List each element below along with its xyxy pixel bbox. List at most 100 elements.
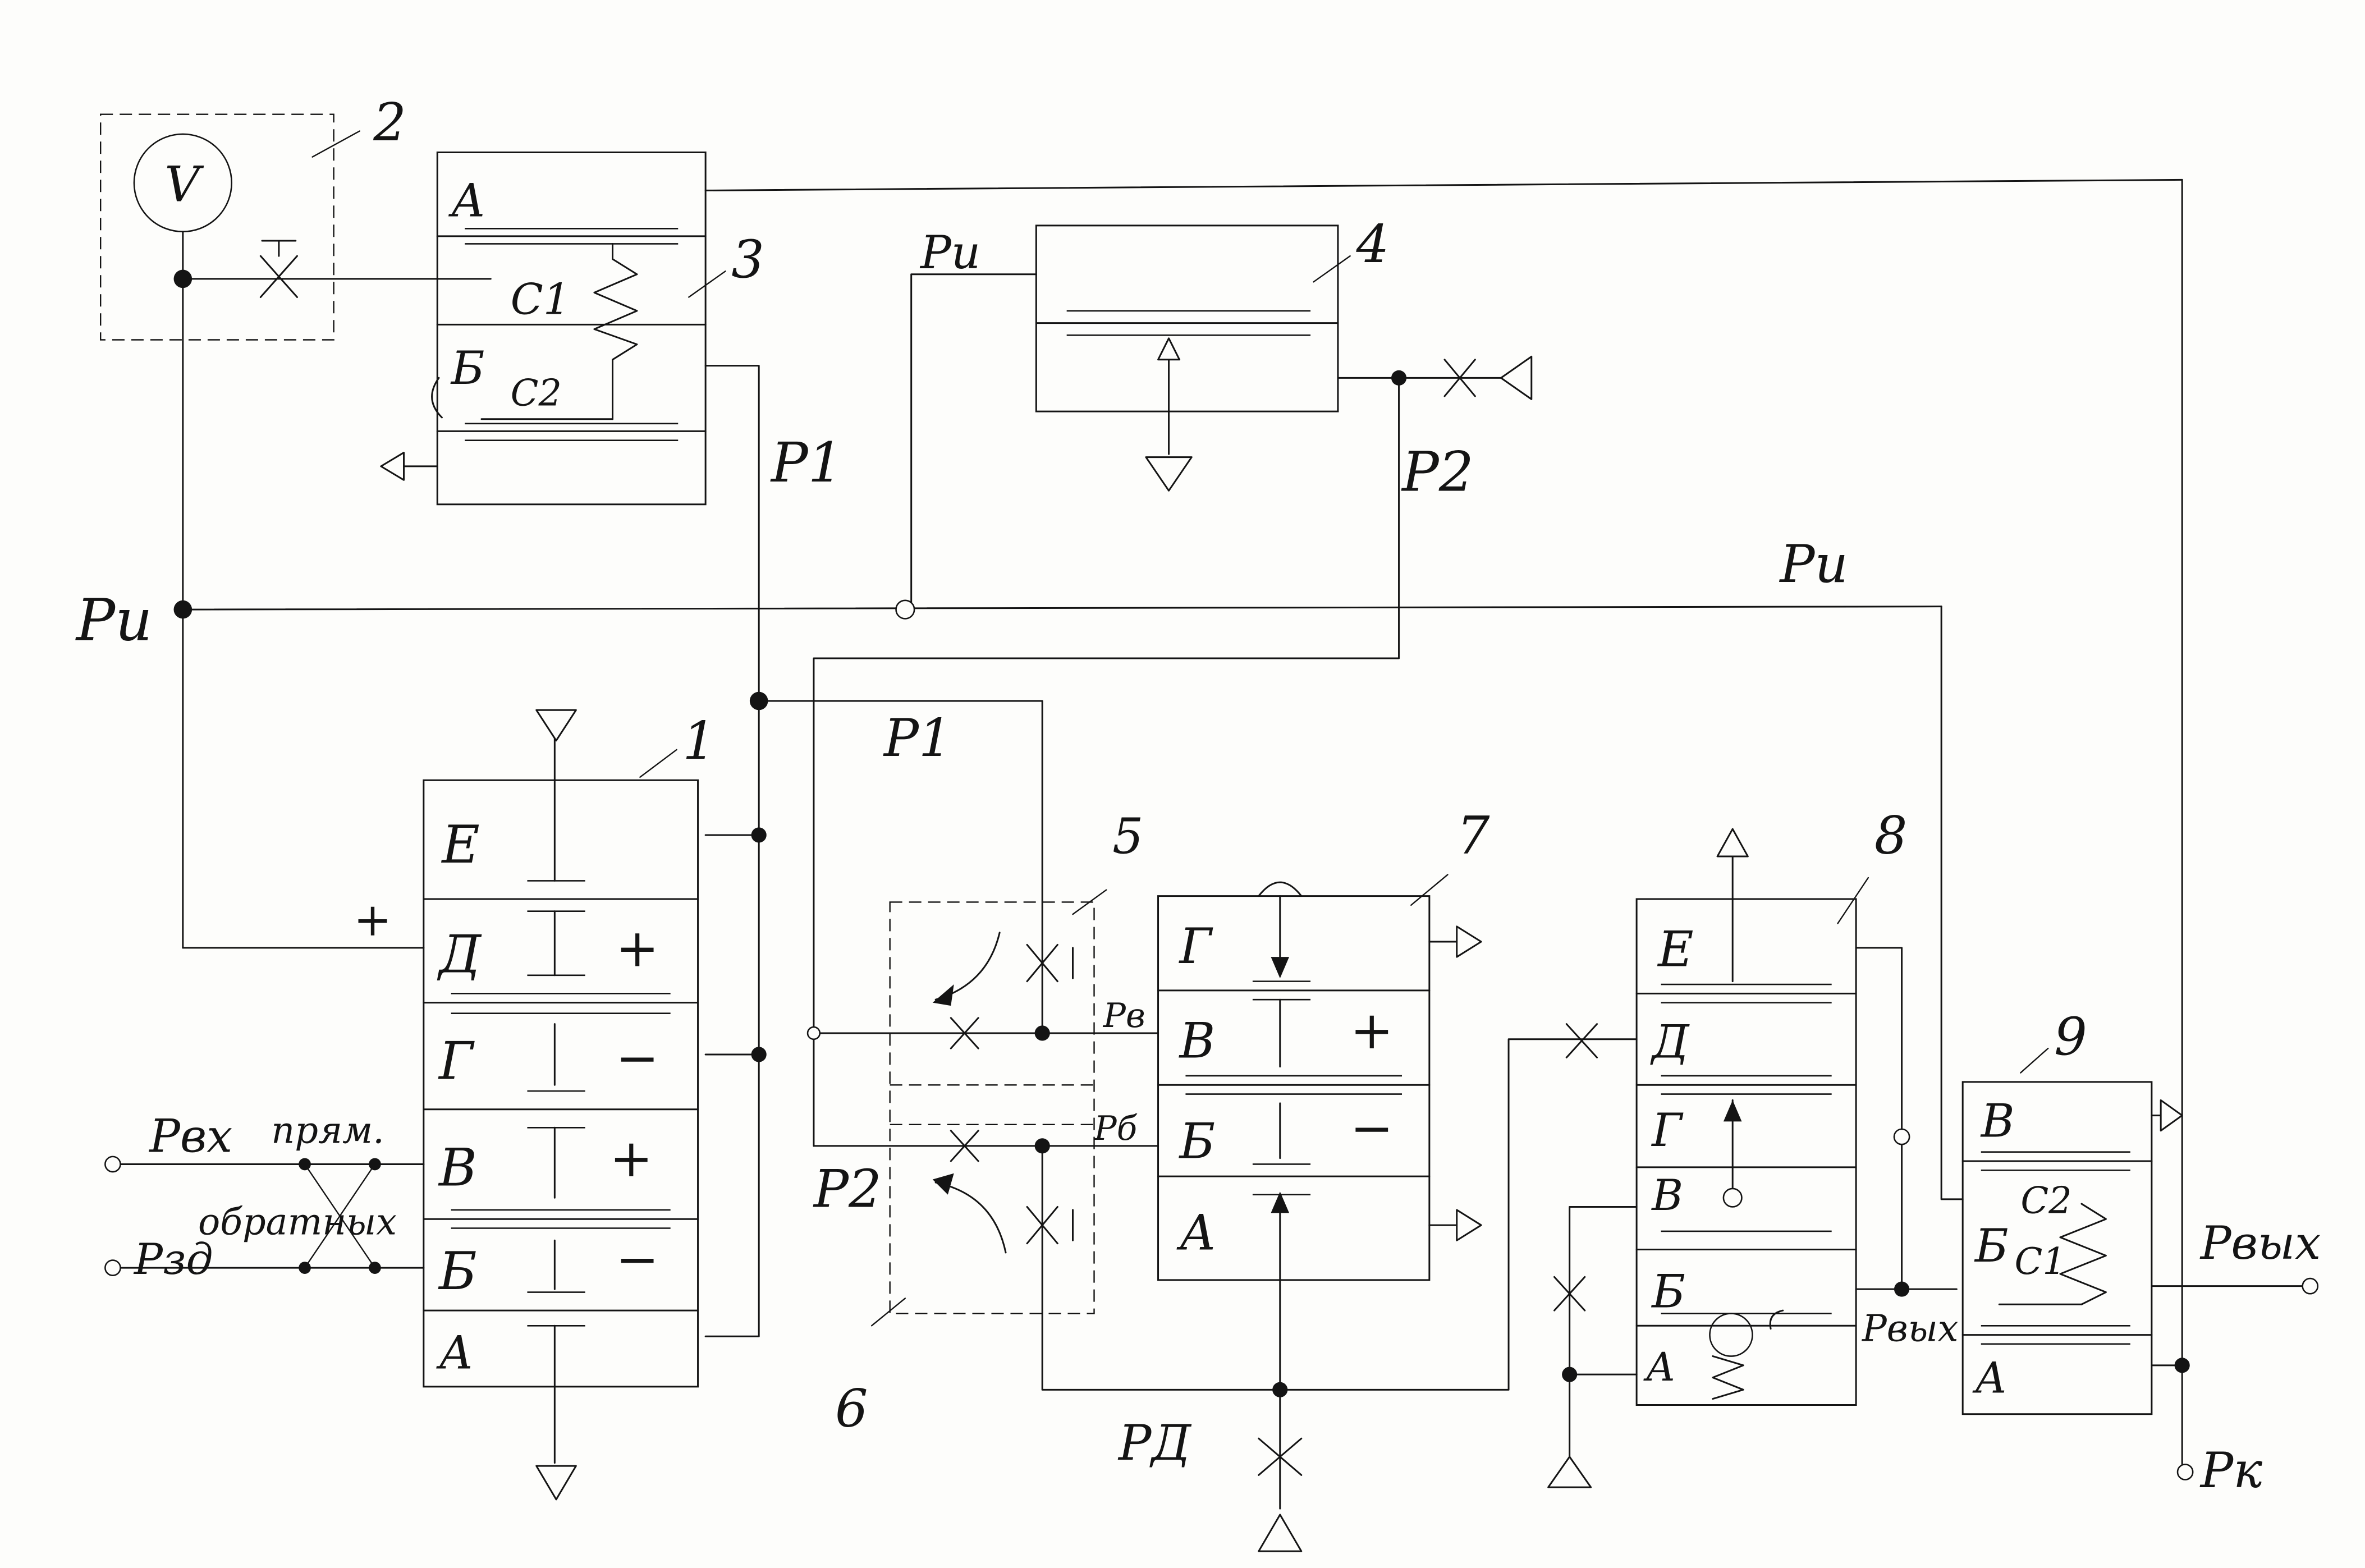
vent-icon <box>1717 829 1748 856</box>
block-9-switch-relay: В Б А С2 С1 9 <box>1963 1006 2318 1480</box>
p2-label-top: Р2 <box>1401 440 1474 504</box>
vent-icon <box>537 710 576 740</box>
block-1-number: 1 <box>682 710 716 771</box>
pzd-label: Рзд <box>133 1234 213 1284</box>
b1-b-sign: − <box>616 1228 659 1289</box>
b7-chamber-b: Б <box>1179 1113 1216 1170</box>
b4-input-label: Ри <box>919 226 980 279</box>
supply-lines <box>183 180 2182 1472</box>
block-6-number: 6 <box>835 1378 868 1438</box>
input-switch: Рвх Рзд прям. обратных <box>105 1109 423 1284</box>
b1-chamber-a: А <box>436 1326 474 1379</box>
b3-spring-c1: С1 <box>511 274 571 324</box>
b8-chamber-d: Д <box>1650 1015 1690 1069</box>
b1-chamber-v: В <box>438 1137 477 1198</box>
b9-chamber-v: В <box>1980 1095 2015 1148</box>
p2-label-middle: Р2 <box>813 1158 882 1219</box>
pk-label: Рк <box>2199 1442 2262 1499</box>
b1-v-sign: + <box>609 1128 653 1189</box>
spring-icon <box>1713 1356 1743 1399</box>
b3-spring-c2: С2 <box>511 372 562 414</box>
block-8-body <box>1637 899 1856 1405</box>
p1-label-middle: Р1 <box>883 708 952 768</box>
block-8-number: 8 <box>1874 805 1908 866</box>
p1-lines <box>705 366 1042 1337</box>
spring-icon <box>2060 1204 2106 1304</box>
throttle-icon <box>1259 1438 1301 1475</box>
b8-chamber-v: В <box>1651 1170 1683 1220</box>
b1-chamber-d: Д <box>437 924 482 984</box>
block-4-memory: 4 Ри <box>814 214 1532 1146</box>
pout-terminal[interactable] <box>2303 1278 2318 1294</box>
b1-chamber-b: Б <box>438 1241 477 1301</box>
vent-icon <box>1457 1210 1481 1240</box>
block-3-body <box>437 153 705 505</box>
switch-direct-label: прям. <box>271 1109 384 1152</box>
b1-d-input-sign: + <box>354 893 392 947</box>
block-3-number: 3 <box>731 229 764 290</box>
b8-chamber-a: А <box>1643 1344 1675 1390</box>
b9-chamber-a: А <box>1972 1353 2007 1403</box>
pd-label: РД <box>1117 1415 1191 1471</box>
pvx-terminal[interactable] <box>105 1157 120 1172</box>
b7-b-sign: − <box>1350 1098 1394 1158</box>
throttle-icon <box>1555 1277 1585 1310</box>
adjust-arrow-icon <box>936 933 1000 1000</box>
throttle-icon <box>1027 1207 1072 1243</box>
b3-chamber-a: А <box>448 175 486 228</box>
throttle-icon <box>951 1131 978 1161</box>
b1-g-sign: − <box>616 1028 659 1088</box>
b9-spring-c2: С2 <box>2020 1180 2071 1222</box>
block-9-number: 9 <box>2054 1006 2087 1067</box>
pi-label-left: Ри <box>75 586 153 654</box>
block-1-comparator: Е Д Г В Б А + + − + − 1 <box>354 710 716 1500</box>
b8-out-label: Рвых <box>1862 1308 1959 1350</box>
block-7-body <box>1158 896 1429 1280</box>
ball-valve-icon <box>1709 1314 1752 1356</box>
pk-terminal[interactable] <box>2178 1464 2193 1479</box>
block-4-body <box>1036 226 1338 411</box>
vent-icon <box>1146 457 1191 491</box>
junctions <box>173 269 1407 1062</box>
throttle-icon <box>1445 360 1475 396</box>
block-1-body <box>424 780 698 1387</box>
pout-label: Рвых <box>2199 1217 2321 1270</box>
pvx-label: Рвх <box>148 1110 232 1163</box>
block-8-amplifier: Е Д Г В Б А Рвых 8 <box>1548 805 1959 1488</box>
block-2-gauge-unit: V 2 <box>100 92 491 340</box>
throttle-icon <box>1566 1024 1597 1058</box>
pi-label-right: Ри <box>1779 534 1848 594</box>
pzd-terminal[interactable] <box>105 1260 120 1276</box>
b9-chamber-b: Б <box>1974 1219 2009 1273</box>
gauge-label: V <box>164 156 204 213</box>
b7-chamber-g: Г <box>1179 918 1214 975</box>
block-9-body <box>1963 1082 2152 1414</box>
b8-chamber-b: Б <box>1651 1266 1685 1319</box>
b7-chamber-v: В <box>1179 1012 1216 1069</box>
b3-chamber-b: Б <box>450 342 485 395</box>
spring-icon <box>594 244 637 419</box>
block-4-number: 4 <box>1356 214 1390 274</box>
block-2-number: 2 <box>373 92 406 153</box>
b8-chamber-g: Г <box>1651 1104 1684 1157</box>
b1-chamber-e: Е <box>441 814 479 875</box>
block-7-number: 7 <box>1457 805 1490 866</box>
blocks-5-6-throttles: 5 6 <box>808 809 1637 1438</box>
supply-icon <box>1259 1515 1301 1551</box>
vent-icon <box>1457 927 1481 957</box>
b3-a-to-pk-line <box>705 180 2182 190</box>
b9-spring-c1: С1 <box>2015 1241 2066 1283</box>
throttle-icon <box>1027 945 1072 981</box>
b7-v-sign: + <box>1350 1000 1394 1061</box>
b8-chamber-e: Е <box>1657 921 1693 978</box>
b1-d-sign: + <box>616 918 659 978</box>
p1-label-top: Р1 <box>770 431 843 495</box>
nozzle-icon <box>1501 356 1531 399</box>
b1-chamber-g: Г <box>438 1030 475 1091</box>
block-7-summator: Г В Б А + − Рв Рб 7 <box>1094 805 1490 1552</box>
p2-line <box>814 378 1399 1145</box>
throttle-icon <box>951 1018 978 1048</box>
block-5-6-dashed-frame <box>890 902 1094 1313</box>
signal-labels: Ри Ри Р1 Р1 Р2 Р2 РД Рвых Рк <box>75 431 2321 1499</box>
